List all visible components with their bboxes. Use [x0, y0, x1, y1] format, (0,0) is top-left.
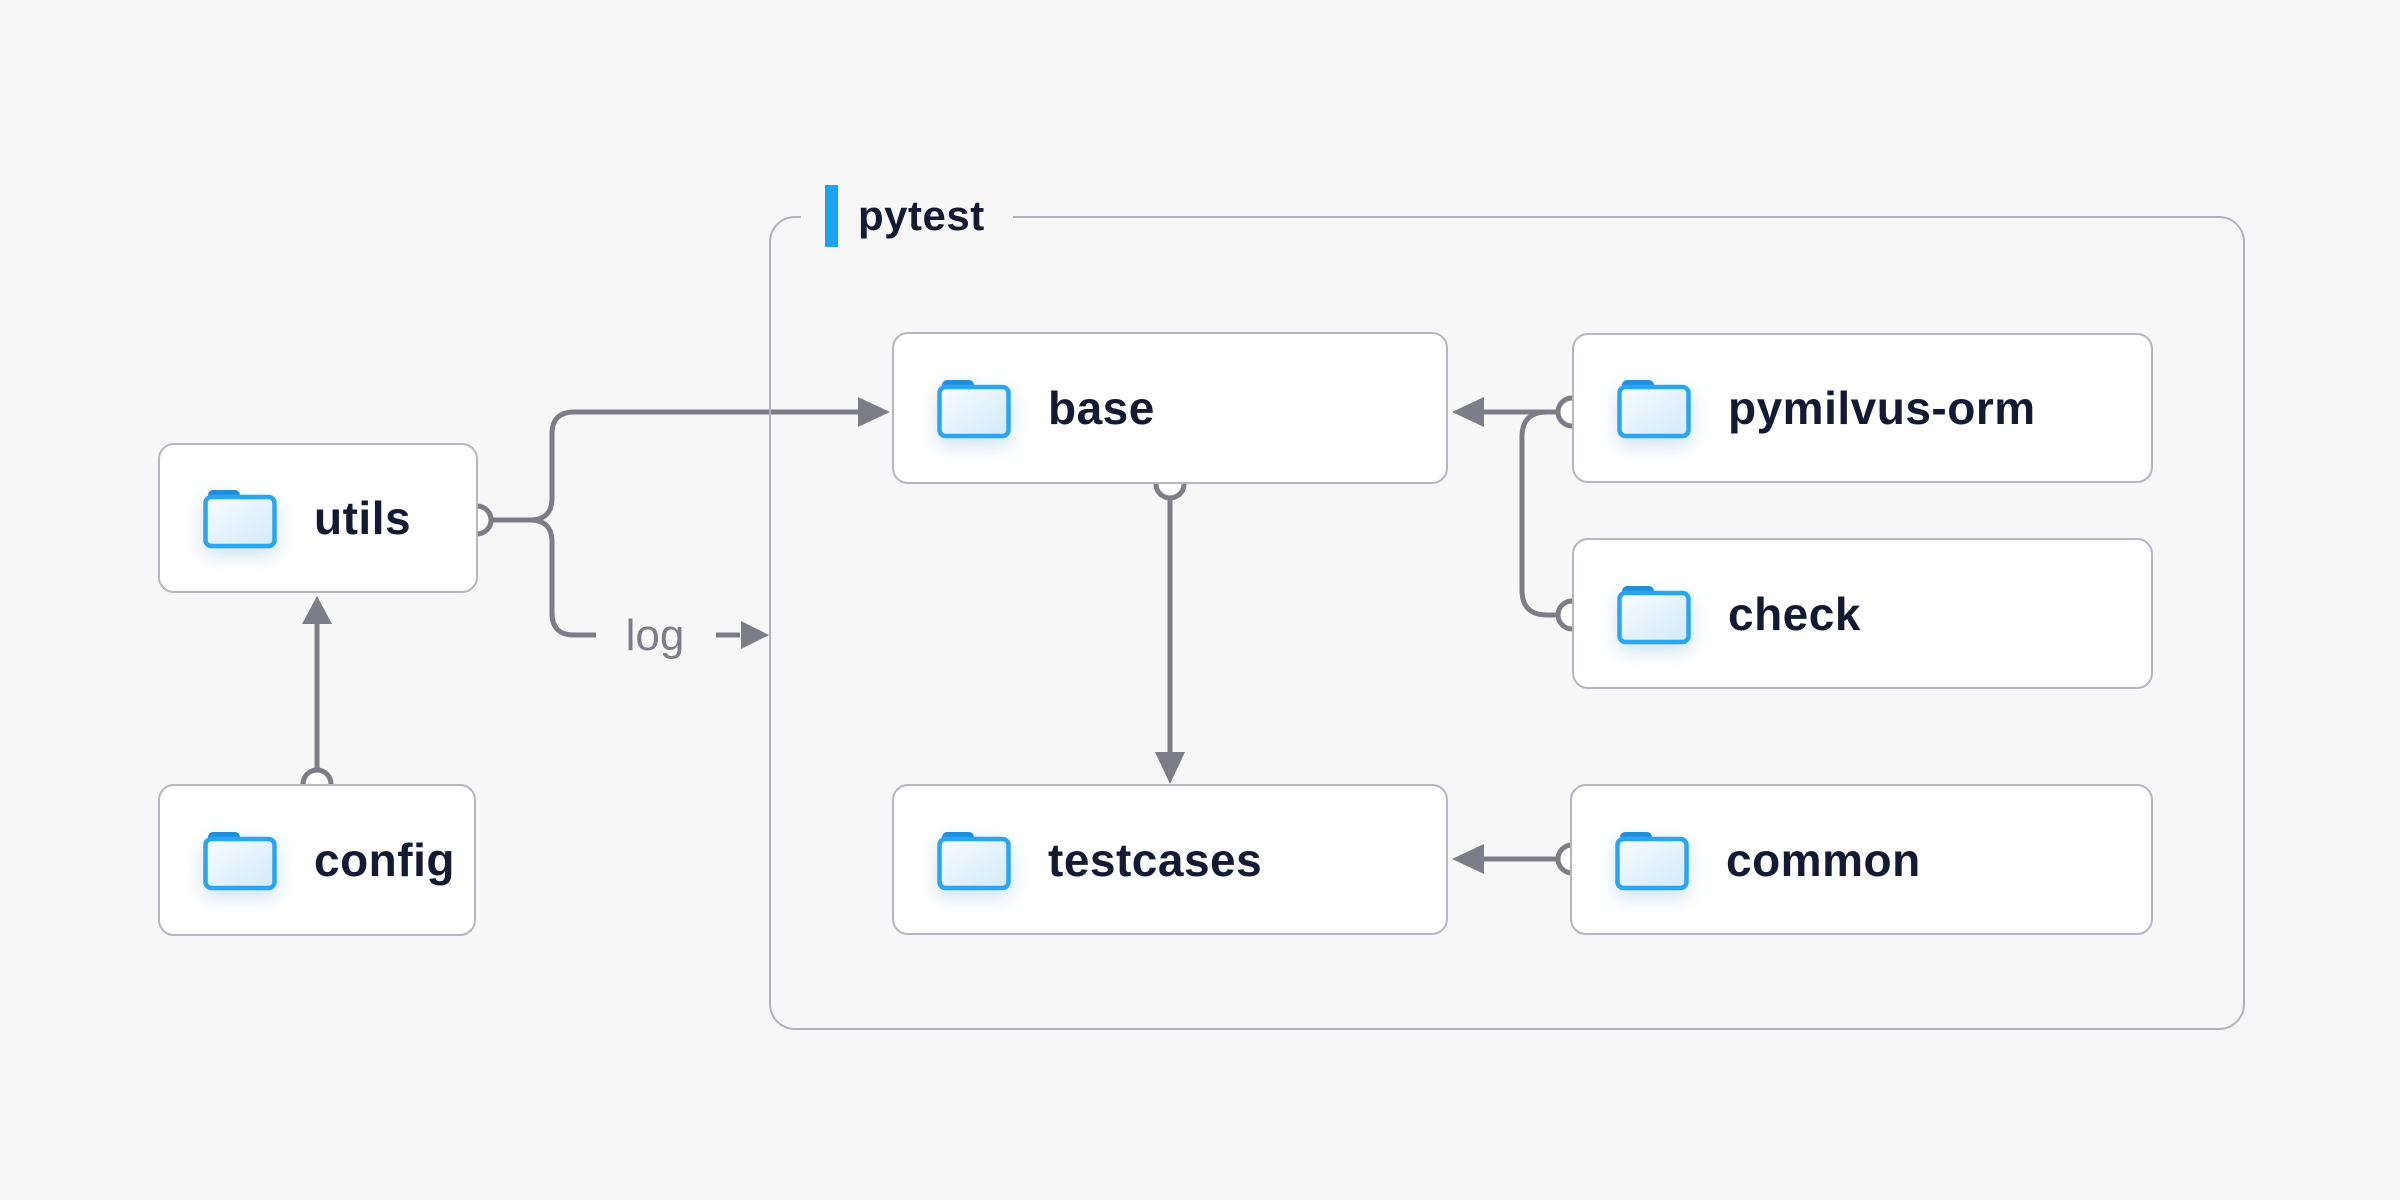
- node-testcases: testcases: [892, 784, 1448, 935]
- pytest-group-container: [769, 216, 2245, 1030]
- arrowhead-log: [741, 621, 769, 649]
- node-label: testcases: [1048, 833, 1263, 886]
- node-config: config: [158, 784, 476, 936]
- folder-icon: [200, 486, 280, 550]
- node-common: common: [1570, 784, 2153, 935]
- node-label: utils: [314, 492, 412, 544]
- arrowhead-into-testcases-right: [1452, 844, 1484, 874]
- edge-label-log: log: [626, 611, 685, 660]
- node-label: pymilvus-orm: [1728, 382, 2036, 434]
- group-title: pytest: [858, 192, 985, 239]
- edge-check-base: [1519, 409, 1556, 618]
- node-pymilvus-orm: pymilvus-orm: [1572, 333, 2153, 483]
- node-label: base: [1048, 382, 1155, 434]
- arrowhead-into-base-right: [1452, 397, 1484, 427]
- edge-utils-base: [529, 409, 858, 523]
- node-label: common: [1726, 833, 1921, 886]
- node-utils: utils: [158, 443, 478, 593]
- folder-icon: [1612, 828, 1692, 892]
- node-label: check: [1728, 587, 1861, 640]
- folder-icon: [934, 376, 1014, 440]
- arrowhead-into-utils: [302, 596, 332, 624]
- folder-icon: [1614, 582, 1694, 646]
- node-check: check: [1572, 538, 2153, 689]
- node-label: config: [314, 834, 455, 886]
- folder-icon: [200, 828, 280, 892]
- arrowhead-into-testcases-top: [1155, 752, 1185, 784]
- pytest-group-label: pytest: [801, 177, 1013, 255]
- edge-utils-log: [529, 517, 596, 638]
- node-base: base: [892, 332, 1448, 484]
- arrowhead-into-base-left: [858, 397, 890, 427]
- folder-icon: [1614, 376, 1694, 440]
- accent-bar: [825, 185, 838, 247]
- folder-icon: [934, 828, 1014, 892]
